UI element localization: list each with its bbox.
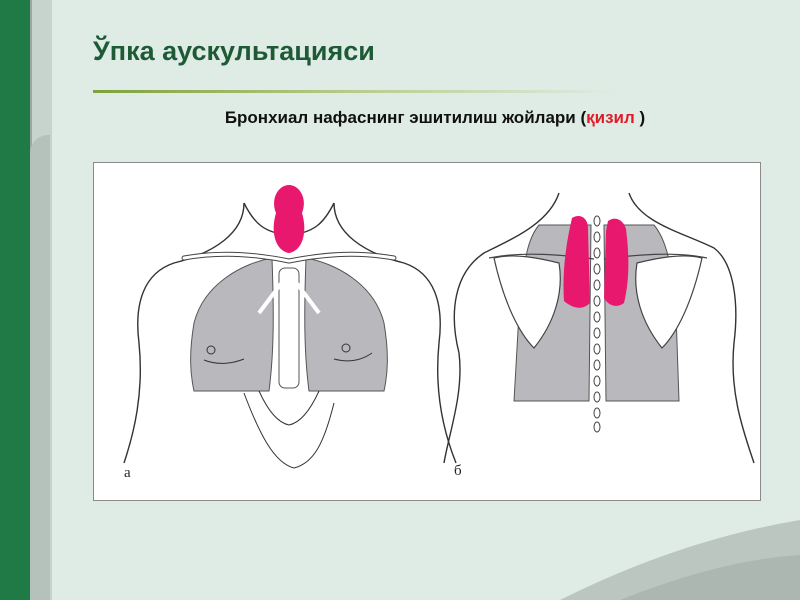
figure-label-front: а <box>124 465 131 481</box>
left-bar-notch <box>30 135 50 600</box>
subtitle-highlight: қизил <box>586 108 635 127</box>
front-nipple-left <box>206 345 216 355</box>
back-bronchial-area-left <box>563 216 590 308</box>
front-nipple-right <box>341 343 351 353</box>
subtitle-text: Бронхиал нафаснинг эшитилиш жойлари ( <box>224 108 587 127</box>
front-right-lung <box>304 257 388 392</box>
back-torso <box>443 192 755 464</box>
back-scapula-left <box>493 255 561 349</box>
back-scapula-right <box>635 255 703 349</box>
subtitle-end: ) <box>634 108 646 127</box>
front-bronchial-area <box>273 185 305 253</box>
title-divider <box>93 90 618 93</box>
slide-subtitle: Бронхиал нафаснинг эшитилиш жойлари (қиз… <box>150 108 720 128</box>
front-sternum <box>278 267 300 389</box>
back-spine <box>593 215 601 433</box>
slide-title: Ўпка аускультацияси <box>93 36 375 66</box>
auscultation-figure: а б <box>93 162 761 501</box>
back-bronchial-area-right <box>604 218 629 306</box>
torso-illustrations <box>123 185 755 469</box>
figure-label-back: б <box>454 463 462 479</box>
front-left-lung <box>190 257 274 392</box>
left-accent-bar <box>0 0 30 600</box>
